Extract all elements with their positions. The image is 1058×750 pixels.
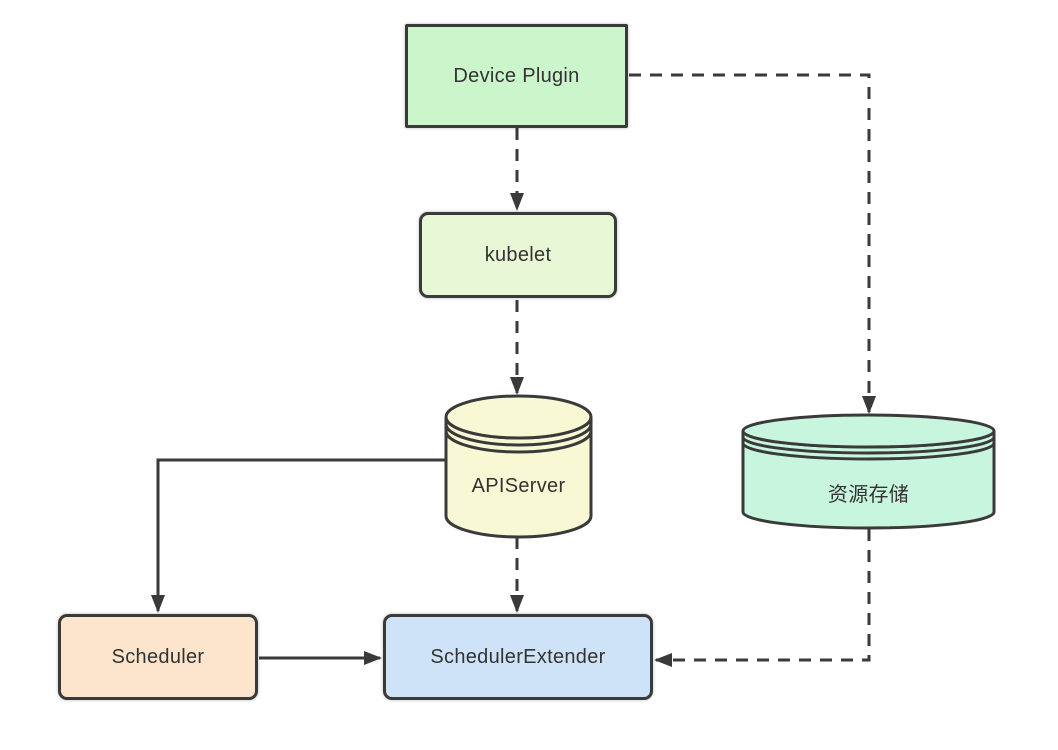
node-kubelet: kubelet	[419, 212, 617, 298]
node-apiserver-label: APIServer	[471, 475, 566, 497]
apiserver-cylinder-rim	[444, 394, 593, 440]
node-resource-store-label: 资源存储	[827, 484, 910, 506]
apiserver-cylinder-arc-1	[444, 423, 593, 447]
resource-store-cylinder-arc-1	[741, 436, 996, 455]
node-scheduler: Scheduler	[58, 614, 258, 700]
node-scheduler-extender-label: SchedulerExtender	[430, 645, 606, 668]
edge-device-plugin-to-resource-store	[629, 73, 876, 414]
node-kubelet-label: kubelet	[484, 243, 552, 266]
node-device-plugin-label: Device Plugin	[453, 64, 580, 87]
edge-resource-store-to-scheduler-extender	[654, 529, 871, 667]
resource-store-cylinder-arc-2	[741, 442, 996, 461]
node-scheduler-extender: SchedulerExtender	[383, 614, 653, 700]
edge-apiserver-to-scheduler	[151, 458, 446, 613]
node-scheduler-label: Scheduler	[111, 645, 205, 668]
node-device-plugin: Device Plugin	[405, 24, 628, 128]
node-resource-store-cylinder	[741, 413, 996, 530]
apiserver-cylinder-arc-2	[444, 430, 593, 454]
resource-store-cylinder-rim	[741, 413, 996, 449]
node-apiserver-cylinder	[444, 394, 593, 539]
